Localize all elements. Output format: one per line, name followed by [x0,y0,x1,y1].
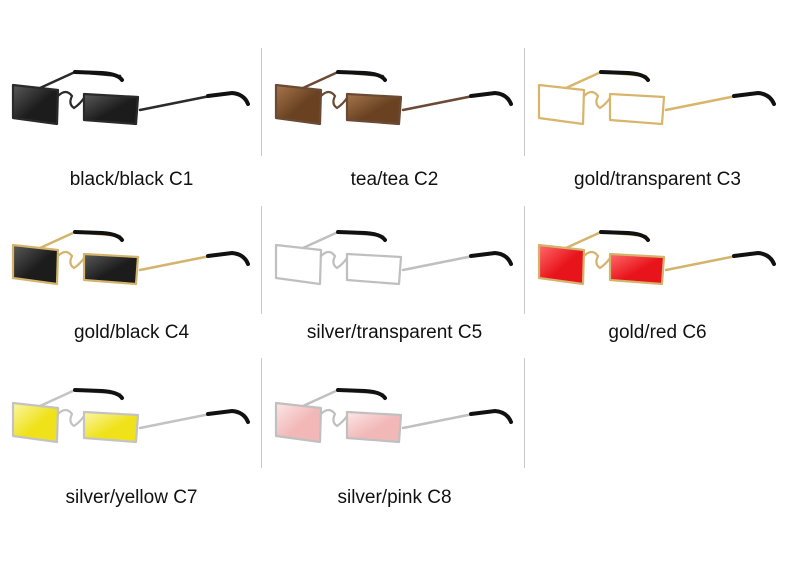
temple-tip-back [73,388,124,400]
column-divider [524,206,525,314]
sunglasses-image [274,388,513,444]
temple-tip-back [73,70,124,82]
column-divider [524,48,525,156]
sunglasses-image [11,388,250,444]
temple-tip-front [469,90,513,106]
sunglasses-image [11,230,250,286]
temple-tip-front [206,250,250,266]
temple-tip-back [336,230,387,242]
left-lens [537,83,586,126]
sunglasses-image [11,70,250,126]
right-lens [608,92,666,126]
right-lens [82,410,140,444]
variant-label: gold/black C4 [73,322,190,343]
right-lens [345,92,403,126]
nose-bridge [319,90,349,110]
temple-arm-front [664,254,738,272]
temple-tip-back [73,230,124,242]
right-lens [82,252,140,286]
nose-bridge [56,250,86,270]
left-lens [11,243,60,286]
right-lens [608,252,666,286]
variant-label: gold/transparent C3 [574,169,741,190]
temple-tip-front [732,250,776,266]
variant-label: silver/transparent C5 [306,322,483,343]
left-lens [11,401,60,444]
left-lens [537,243,586,286]
nose-bridge [56,90,86,110]
temple-tip-front [469,250,513,266]
temple-tip-front [469,408,513,424]
nose-bridge [582,90,612,110]
right-lens [82,92,140,126]
temple-tip-back [336,70,387,82]
variant-label: black/black C1 [69,169,194,190]
left-lens [274,401,323,444]
temple-arm-front [401,94,475,112]
sunglasses-image [274,230,513,286]
left-lens [274,83,323,126]
temple-arm-front [138,94,212,112]
sunglasses-image [537,230,776,286]
temple-arm-front [401,412,475,430]
temple-tip-back [599,230,650,242]
temple-tip-front [206,408,250,424]
sunglasses-image [274,70,513,126]
sunglasses-image [537,70,776,126]
temple-tip-front [206,90,250,106]
left-lens [11,83,60,126]
nose-bridge [582,250,612,270]
column-divider [261,48,262,156]
variant-label: gold/red C6 [608,322,707,343]
nose-bridge [319,408,349,428]
left-lens [274,243,323,286]
temple-tip-back [336,388,387,400]
temple-arm-front [138,412,212,430]
temple-tip-back [599,70,650,82]
right-lens [345,410,403,444]
temple-arm-front [401,254,475,272]
variant-label: silver/pink C8 [337,487,452,508]
temple-arm-front [664,94,738,112]
right-lens [345,252,403,286]
variant-label: silver/yellow C7 [65,487,198,508]
temple-tip-front [732,90,776,106]
nose-bridge [319,250,349,270]
column-divider [524,358,525,468]
temple-arm-front [138,254,212,272]
column-divider [261,358,262,468]
nose-bridge [56,408,86,428]
variant-label: tea/tea C2 [350,169,439,190]
column-divider [261,206,262,314]
